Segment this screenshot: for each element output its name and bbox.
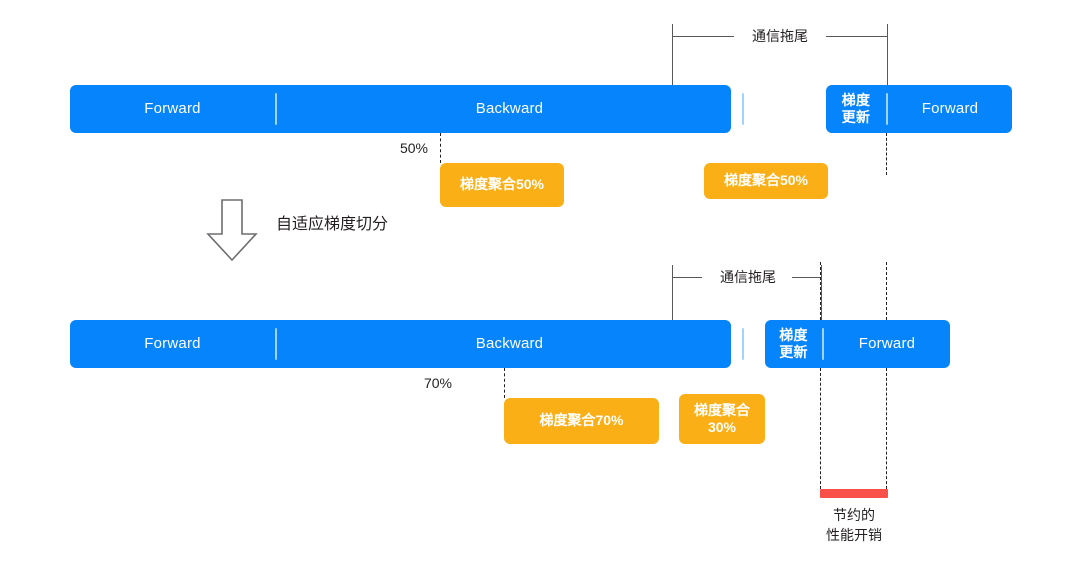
row1-segment-backward: Backward [277,85,742,133]
row1-orange-box-2-label: 梯度聚合50% [723,172,809,189]
row1-communication-tail-bracket: 通信拖尾 [672,24,888,50]
row2-forward-label: Forward [144,335,201,353]
down-arrow-icon [200,198,264,262]
row2-backward-label: Backward [475,335,544,353]
row2-next-segment-gradient-update: 梯度 更新 [765,320,822,368]
bracket-label: 通信拖尾 [720,269,776,285]
row1-segment-forward: Forward [70,85,275,133]
row2-guide-left [672,277,673,320]
row2-divider-forward-backward [275,328,277,360]
row2-main-bar: Forward Backward 梯度 更新 [70,320,787,368]
bracket-label: 通信拖尾 [752,28,808,44]
row1-gradient-update-label: 梯度 更新 [758,92,787,125]
row2-split-percent-label: 70% [423,375,452,391]
row2-divider-backward-update [742,328,744,360]
transition-note: 自适应梯度切分 [276,216,389,233]
bracket-rule-right [792,277,822,278]
bracket-rule-left [672,36,734,37]
row2-dashed-right-lower [886,368,887,489]
row2-next-segment-forward: Forward [824,320,950,368]
row2-segment-backward: Backward [277,320,742,368]
row1-next-gradient-update-label: 梯度 更新 [841,92,871,125]
row1-next-divider [886,93,888,125]
row1-next-segment-gradient-update: 梯度 更新 [826,85,886,133]
saved-overhead-bar [820,489,888,498]
row2-dashed-right-upper [886,262,887,320]
row1-split-percent-label: 50% [399,140,428,156]
row2-segment-forward: Forward [70,320,275,368]
row2-next-divider [822,328,824,360]
row1-dashed-boundary [886,133,887,175]
row1-orange-box-1: 梯度聚合50% [440,163,564,207]
row1-next-iteration-bar: 梯度 更新 Forward [826,85,1012,133]
row2-guide-right [821,277,822,320]
row2-orange-box-1-label: 梯度聚合70% [539,412,624,429]
row1-backward-label: Backward [475,100,544,118]
row1-split-dashed-line [440,133,441,163]
row1-main-bar: Forward Backward 梯度 更新 [70,85,787,133]
row1-orange-box-2: 梯度聚合50% [704,163,828,199]
bracket-rule-left [672,277,702,278]
row1-forward-label: Forward [144,100,201,118]
row2-communication-tail-bracket: 通信拖尾 [672,265,822,291]
row1-divider-forward-backward [275,93,277,125]
saved-overhead-caption: 节约的 性能开销 [794,505,914,546]
row2-next-iteration-bar: 梯度 更新 Forward [765,320,950,368]
row2-split-dashed-line [504,368,505,398]
row1-guide-left [672,36,673,85]
row2-dashed-left-lower [820,368,821,489]
saved-caption-line-2: 性能开销 [826,527,882,544]
row2-orange-box-2-label: 梯度聚合 30% [694,401,750,436]
row2-next-forward-label: Forward [858,335,916,353]
row1-segment-gradient-update: 梯度 更新 [744,85,801,133]
row2-next-gradient-update-label: 梯度 更新 [779,327,808,360]
row2-dashed-left-upper [820,262,821,320]
row1-divider-backward-update [742,93,744,125]
saved-caption-line-1: 节约的 [833,507,875,523]
row1-next-forward-label: Forward [921,100,979,118]
row2-orange-box-1: 梯度聚合70% [504,398,659,444]
bracket-rule-right [826,36,888,37]
row1-next-segment-forward: Forward [888,85,1012,133]
row1-orange-box-1-label: 梯度聚合50% [459,176,545,193]
row1-guide-right [887,36,888,85]
row2-orange-box-2: 梯度聚合 30% [679,394,765,444]
